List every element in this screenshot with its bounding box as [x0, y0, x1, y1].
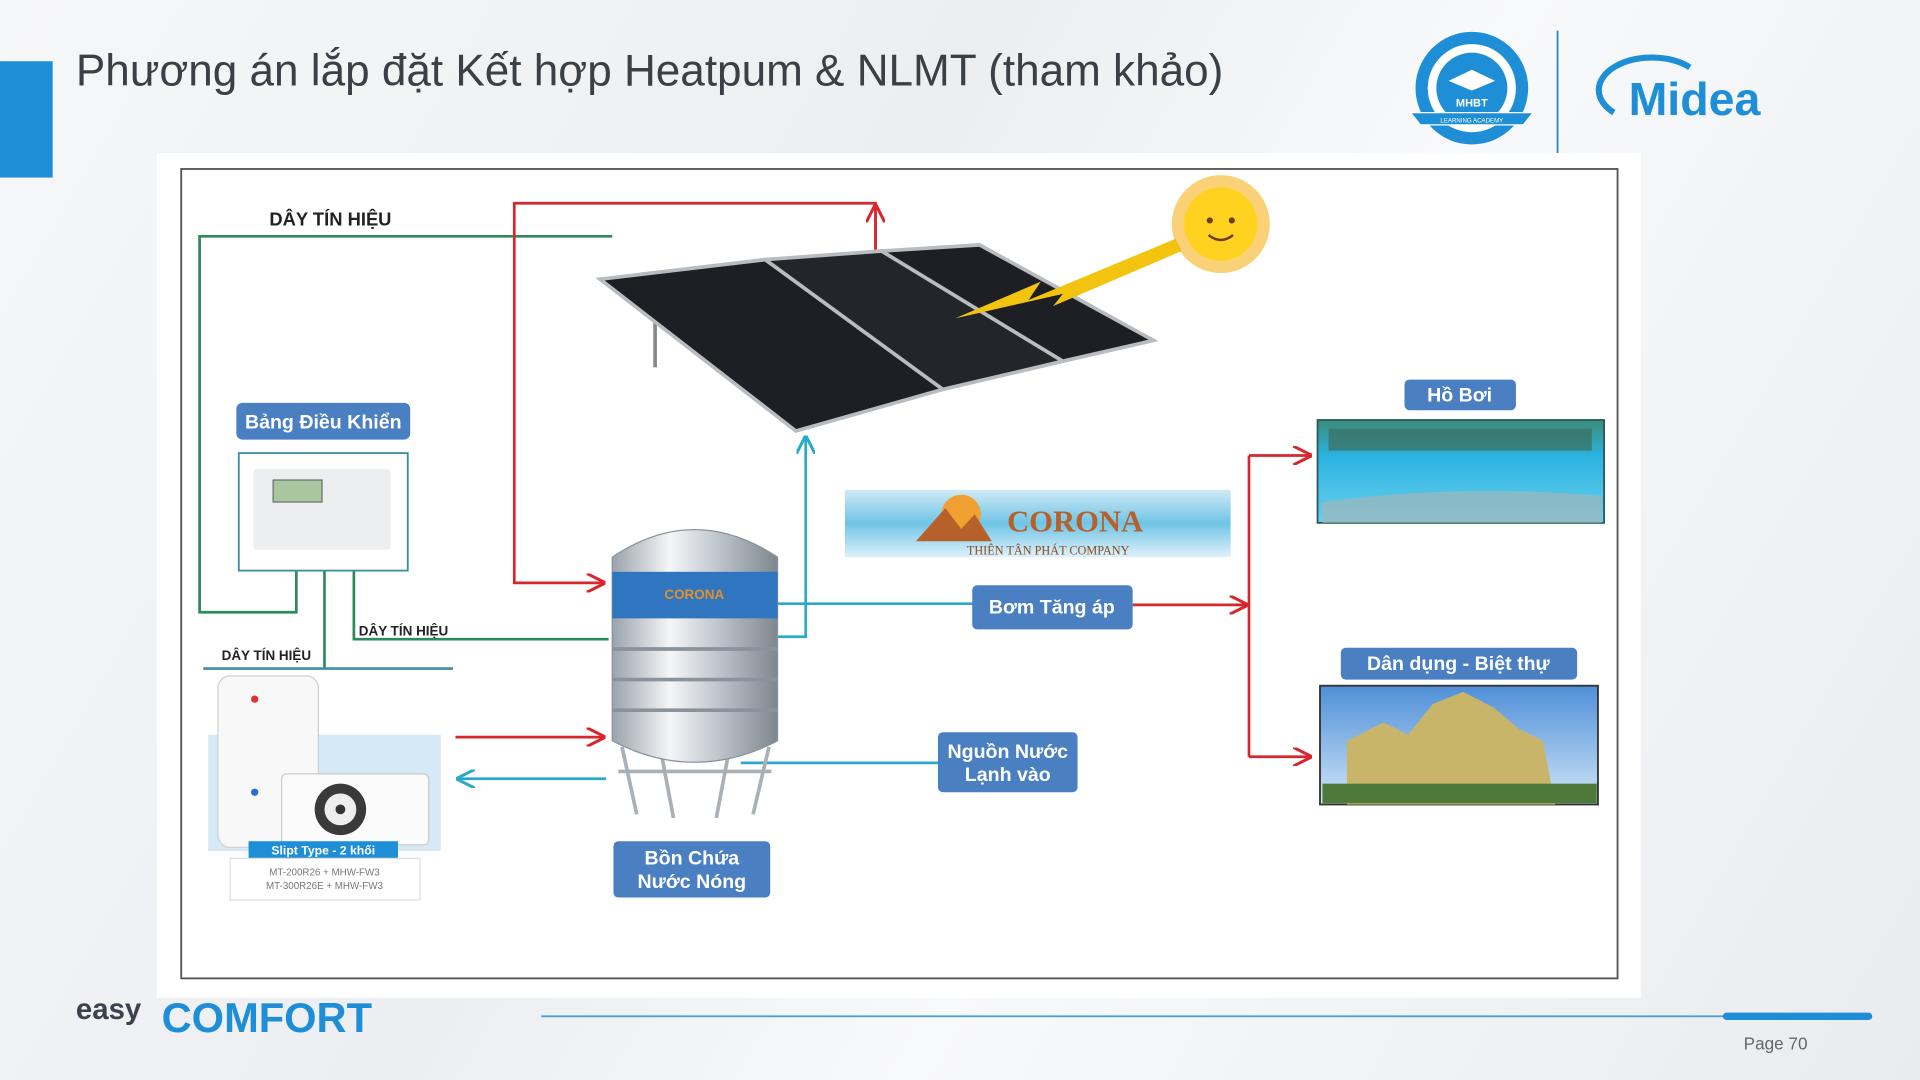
hot-water-storage-tank [611, 528, 779, 819]
booster-pump-box [972, 585, 1133, 630]
svg-text:COMFORT: COMFORT [162, 994, 372, 1041]
svg-text:CORONA: CORONA [1007, 504, 1143, 538]
swimming-pool-image [1316, 419, 1605, 524]
hot-water-pipes [455, 201, 1311, 756]
signal-wire-label-mid: DÂY TÍN HIỆU [359, 624, 448, 639]
cold-water-source-box [937, 732, 1078, 793]
svg-text:THIÊN TÂN PHÁT COMPANY: THIÊN TÂN PHÁT COMPANY [967, 544, 1130, 558]
accent-bar [0, 61, 53, 178]
signal-wire-label-top: DÂY TÍN HIỆU [269, 208, 391, 229]
control-panel-device [237, 452, 409, 572]
svg-text:LEARNING ACADEMY: LEARNING ACADEMY [1440, 117, 1503, 124]
control-panel-label-box [236, 402, 411, 440]
villa-image [1319, 684, 1599, 806]
heat-pump-unit [208, 675, 441, 901]
page-number: Page 70 [1744, 1033, 1808, 1053]
midea-logo: Midea [1595, 54, 1762, 125]
tank-brand-label: CORONA [664, 587, 724, 602]
pool-label: Hồ Bơi [1427, 385, 1492, 407]
heat-pump-model-2: MT-300R26E + MHW-FW3 [266, 881, 384, 892]
corona-logo: CORONA THIÊN TÂN PHÁT COMPANY [844, 489, 1231, 558]
cold-water-pipes [458, 437, 974, 779]
tank-label-line1: Bồn Chứa [645, 847, 741, 869]
svg-text:Midea: Midea [1629, 73, 1762, 125]
signal-wires [198, 234, 613, 670]
tank-label-line2: Nước Nóng [638, 871, 747, 893]
page-title: Phương án lắp đặt Kết hợp Heatpum & NLMT… [76, 47, 1223, 96]
control-panel-label: Bảng Điều Khiển [245, 412, 402, 434]
villa-label: Dân dụng - Biệt thự [1367, 653, 1551, 675]
pool-label-box [1404, 379, 1516, 411]
easycomfort-logo: easy COMFORT [76, 993, 372, 1041]
tank-label-box [613, 841, 771, 898]
heat-pump-type-label: Slipt Type - 2 khối [271, 844, 375, 858]
signal-wire-label-left: DÂY TÍN HIỆU [222, 648, 311, 663]
mhbt-academy-logo: MHBT LEARNING ACADEMY [1409, 31, 1535, 145]
cold-water-source-line2: Lạnh vào [965, 764, 1051, 786]
sun-icon [955, 175, 1270, 319]
heat-pump-model-1: MT-200R26 + MHW-FW3 [269, 868, 380, 879]
booster-pump-label: Bơm Tăng áp [989, 596, 1115, 618]
villa-label-box [1340, 647, 1578, 680]
svg-text:easy: easy [76, 993, 142, 1026]
svg-text:MHBT: MHBT [1456, 98, 1488, 110]
cold-water-source-line1: Nguồn Nước [947, 741, 1068, 763]
